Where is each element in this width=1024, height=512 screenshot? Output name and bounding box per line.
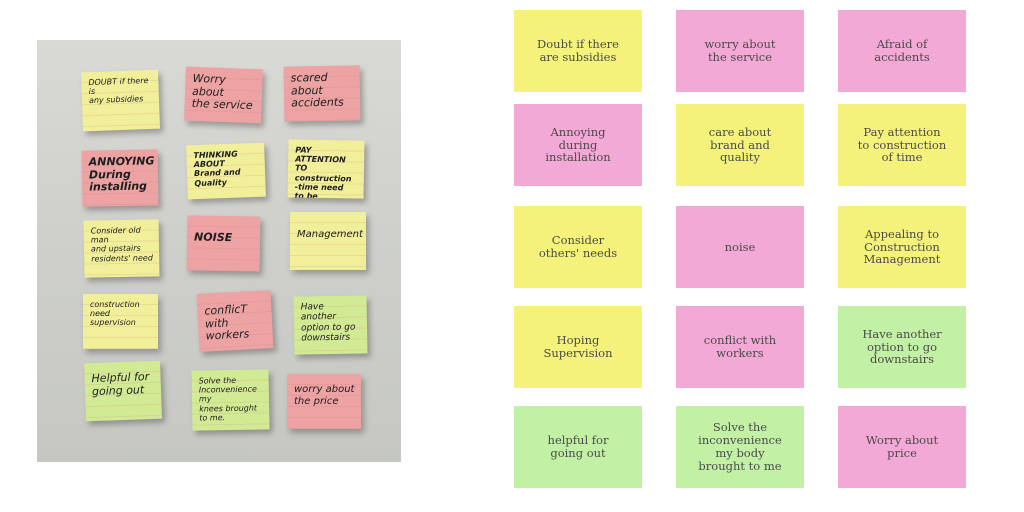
photo-note-helpful: Helpful for going out [84, 360, 162, 422]
note-accidents: Afraid of accidents [838, 10, 966, 92]
note-construction-time: Pay attention to construction of time [838, 104, 966, 186]
photo-note-conflict: conflicT with workers [196, 290, 274, 352]
photo-note-accidents: scared about accidents [283, 65, 361, 122]
note-consider-needs: Consider others' needs [514, 206, 642, 288]
photo-note-subsidies: DOUBT if there is any subsidies [80, 69, 161, 132]
note-conflict: conflict with workers [676, 306, 804, 388]
note-management: Appealing to Construction Management [838, 206, 966, 288]
note-service: worry about the service [676, 10, 804, 92]
note-brand-quality: care about brand and quality [676, 104, 804, 186]
photo-note-inconvenience: Solve the Inconvenience my knees brought… [191, 369, 270, 431]
photo-note-service: Worry about the service [184, 66, 263, 124]
photo-note-management: Management [290, 212, 366, 270]
photo-note-construction-time: PAY ATTENTION TO construction -time need… [287, 139, 365, 199]
photo-note-price: worry about the price [287, 374, 361, 429]
photo-note-downstairs: Have another option to go downstairs [293, 295, 368, 355]
photo-note-brand-quality: THINKING ABOUT Brand and Quality [186, 142, 266, 200]
note-noise: noise [676, 206, 804, 288]
note-downstairs: Have another option to go downstairs [838, 306, 966, 388]
note-supervision: Hoping Supervision [514, 306, 642, 388]
photo-note-consider: Consider old man and upstairs residents'… [83, 219, 160, 278]
photo-note-annoying: ANNOYING During installing [81, 149, 159, 207]
photo-note-supervision: construction need supervision [83, 294, 158, 349]
note-inconvenience: Solve the inconvenience my body brought … [676, 406, 804, 488]
affinity-grid: Doubt if there are subsidies worry about… [514, 10, 966, 488]
sticky-notes-photo: DOUBT if there is any subsidies Worry ab… [37, 40, 401, 462]
note-annoying: Annoying during installation [514, 104, 642, 186]
note-subsidies: Doubt if there are subsidies [514, 10, 642, 92]
note-price: Worry about price [838, 406, 966, 488]
note-helpful: helpful for going out [514, 406, 642, 488]
photo-note-noise: NOISE [186, 215, 261, 272]
